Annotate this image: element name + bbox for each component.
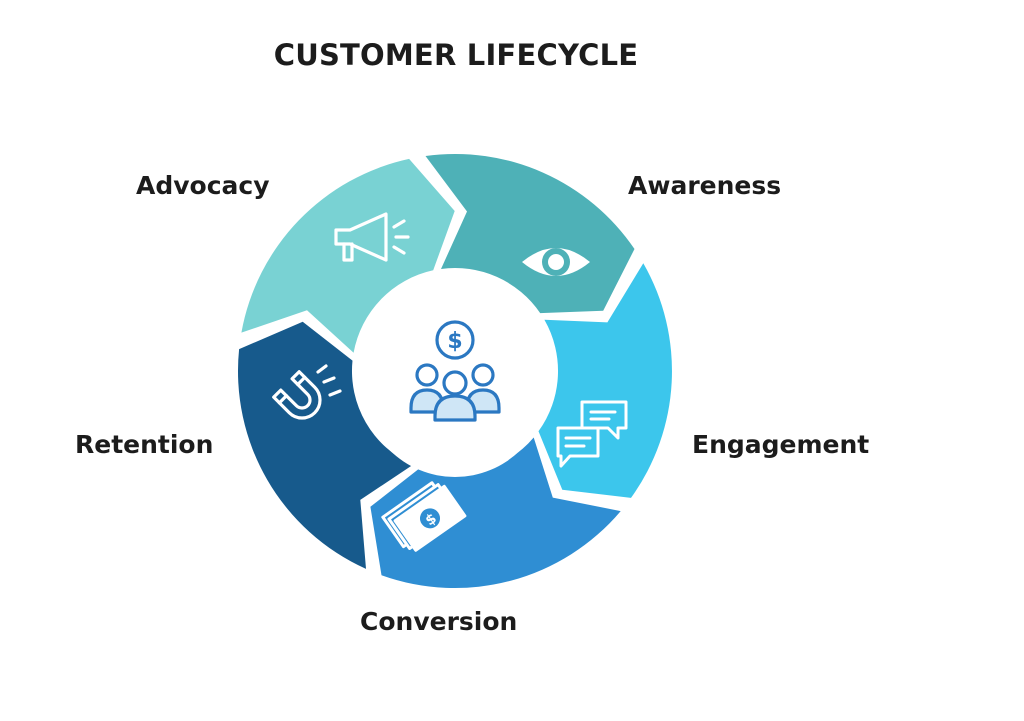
diagram-title: CUSTOMER LIFECYCLE xyxy=(273,38,639,72)
stage-label-engagement: Engagement xyxy=(692,430,870,459)
chat-icon xyxy=(556,400,628,468)
magnet-icon xyxy=(272,364,342,420)
segment-conversion xyxy=(370,437,621,589)
customers-dollar-icon: $ xyxy=(409,320,501,422)
svg-text:$: $ xyxy=(447,329,462,354)
stage-label-awareness: Awareness xyxy=(628,171,782,200)
megaphone-icon xyxy=(334,212,410,262)
stage-label-conversion: Conversion xyxy=(360,607,518,636)
stage-label-retention: Retention xyxy=(75,430,214,459)
segment-advocacy xyxy=(241,158,455,353)
eye-icon xyxy=(522,248,590,276)
money-icon: $ xyxy=(381,481,467,552)
stage-label-advocacy: Advocacy xyxy=(136,171,270,200)
segment-retention xyxy=(237,321,413,569)
segment-awareness xyxy=(425,153,635,314)
